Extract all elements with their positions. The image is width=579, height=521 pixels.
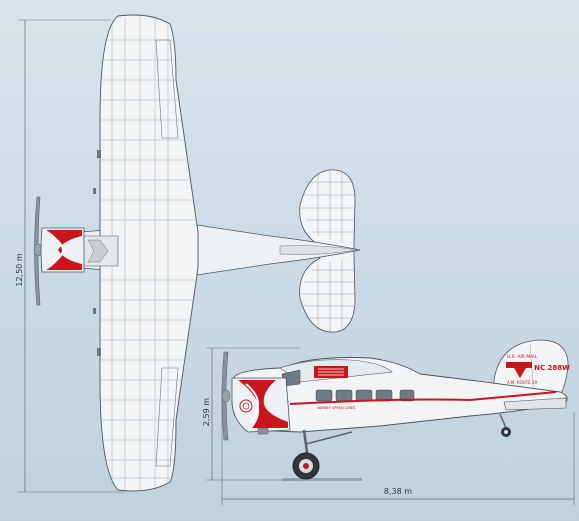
side-windows (281, 369, 415, 402)
tail-emblem (506, 362, 532, 378)
top-propeller (33, 196, 43, 306)
side-propeller (221, 351, 231, 441)
fuselage-lettering: VARNEY SPEED LINES (317, 406, 356, 410)
top-engine-cowling (40, 227, 85, 273)
tail-wheel (499, 413, 511, 437)
registration-number: NC 288W (534, 364, 570, 372)
wingspan-label: 12,50 m (15, 253, 24, 286)
mail-line-1: U.S. AIR MAIL (507, 354, 538, 360)
roof-emblem (314, 366, 348, 378)
main-landing-gear (292, 429, 353, 480)
side-view: U.S. AIR MAIL A.M. ROUTE 29 NC 288W VARN… (221, 339, 570, 481)
side-tail-fin (493, 339, 569, 401)
length-label: 8,38 m (384, 487, 412, 496)
side-engine-cowling (231, 377, 291, 433)
wingspan-dimension: 12,50 m (15, 19, 125, 493)
top-view (33, 14, 361, 492)
mail-line-2: A.M. ROUTE 29 (507, 380, 538, 385)
height-label: 2,59 m (202, 398, 211, 426)
top-wing (99, 14, 199, 492)
